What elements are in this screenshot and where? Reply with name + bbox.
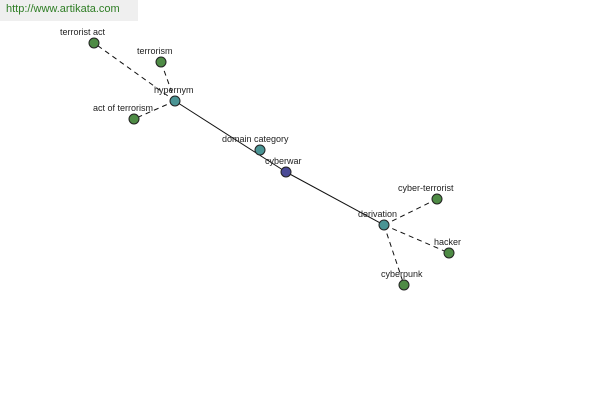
node-hacker[interactable] — [443, 247, 455, 259]
label-hacker: hacker — [434, 237, 461, 247]
label-cyberwar: cyberwar — [265, 156, 302, 166]
node-act-of-terrorism[interactable] — [128, 113, 140, 125]
edge-hypernym-terrorism — [160, 61, 176, 102]
label-terrorism: terrorism — [137, 46, 173, 56]
label-act-of-terrorism: act of terrorism — [93, 103, 153, 113]
node-cyber-terrorist[interactable] — [431, 193, 443, 205]
label-cyber-terrorist: cyber-terrorist — [398, 183, 454, 193]
edge-derivation-hacker — [383, 224, 450, 254]
edge-root-derivation — [285, 171, 385, 226]
node-derivation[interactable] — [378, 219, 390, 231]
node-terrorism[interactable] — [155, 56, 167, 68]
label-domain-category: domain category — [222, 134, 289, 144]
edges — [93, 42, 450, 286]
edge-derivation-cyber-terrorist — [383, 198, 438, 226]
node-domain-category[interactable] — [254, 144, 266, 156]
labels: terrorist act terrorism act of terrorism… — [60, 27, 461, 279]
edge-root-hypernym — [174, 100, 287, 173]
node-cyberwar[interactable] — [280, 166, 292, 178]
node-hypernym[interactable] — [169, 95, 181, 107]
label-cyberpunk: cyberpunk — [381, 269, 423, 279]
label-hypernym: hypernym — [154, 85, 194, 95]
label-terrorist-act: terrorist act — [60, 27, 106, 37]
edge-hypernym-terrorist-act — [93, 42, 176, 102]
nodes — [88, 37, 455, 291]
source-url[interactable]: http://www.artikata.com — [0, 0, 138, 21]
node-terrorist-act[interactable] — [88, 37, 100, 49]
label-derivation: derivation — [358, 209, 397, 219]
node-cyberpunk[interactable] — [398, 279, 410, 291]
edge-hypernym-act-of-terrorism — [133, 100, 176, 120]
edge-derivation-cyberpunk — [383, 224, 405, 286]
